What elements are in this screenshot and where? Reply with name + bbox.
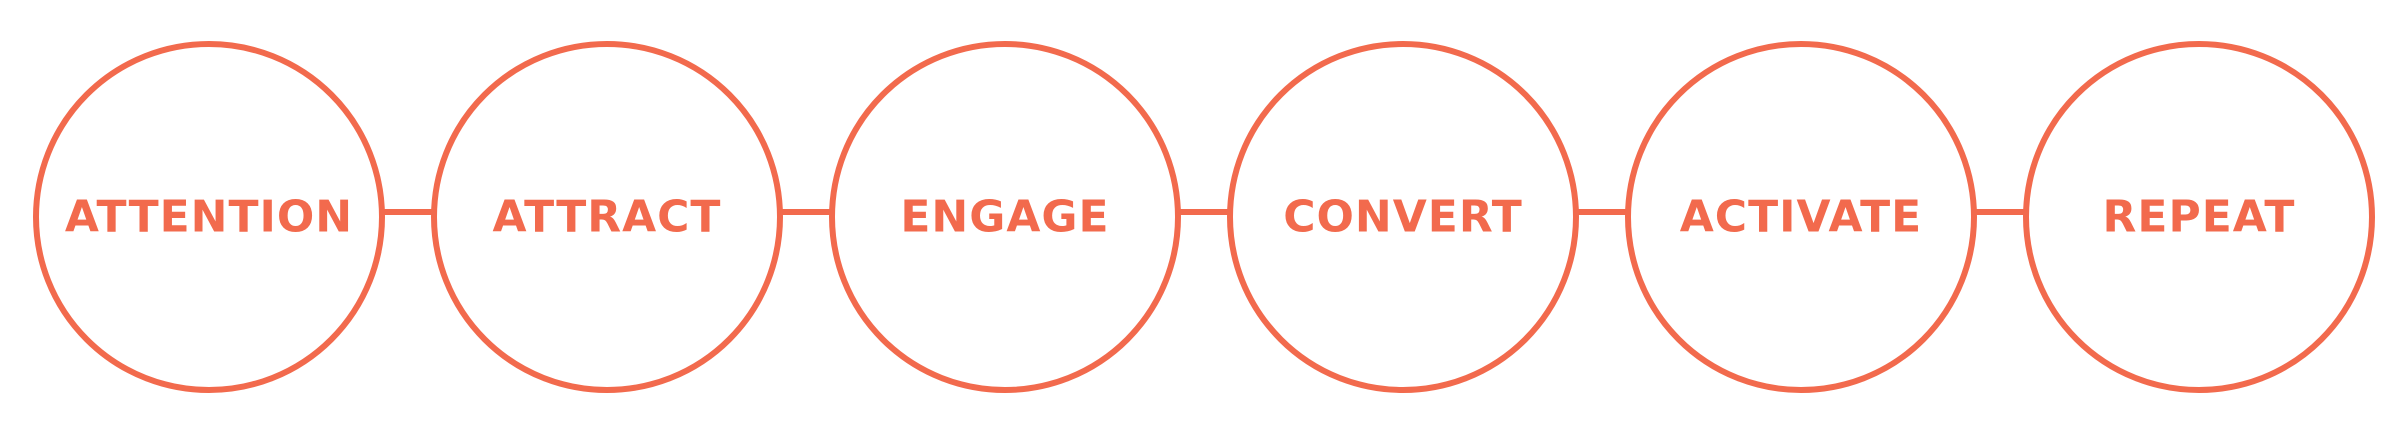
stage-circle: [1227, 41, 1579, 393]
stage-attention: ATTENTION: [33, 41, 385, 393]
stage-engage: ENGAGE: [829, 41, 1181, 393]
stage-circle: [431, 41, 783, 393]
stage-circle: [33, 41, 385, 393]
stage-label: ENGAGE: [900, 192, 1109, 243]
stage-label: ACTIVATE: [1680, 192, 1923, 243]
stage-label: CONVERT: [1283, 192, 1523, 243]
stage-circle: [1625, 41, 1977, 393]
stage-convert: CONVERT: [1227, 41, 1579, 393]
stage-label: ATTENTION: [65, 192, 353, 243]
stage-label: REPEAT: [2103, 192, 2296, 243]
stage-label: ATTRACT: [493, 192, 722, 243]
stage-activate: ACTIVATE: [1625, 41, 1977, 393]
stage-repeat: REPEAT: [2023, 41, 2375, 393]
stage-attract: ATTRACT: [431, 41, 783, 393]
stage-circle: [829, 41, 1181, 393]
stage-circle: [2023, 41, 2375, 393]
